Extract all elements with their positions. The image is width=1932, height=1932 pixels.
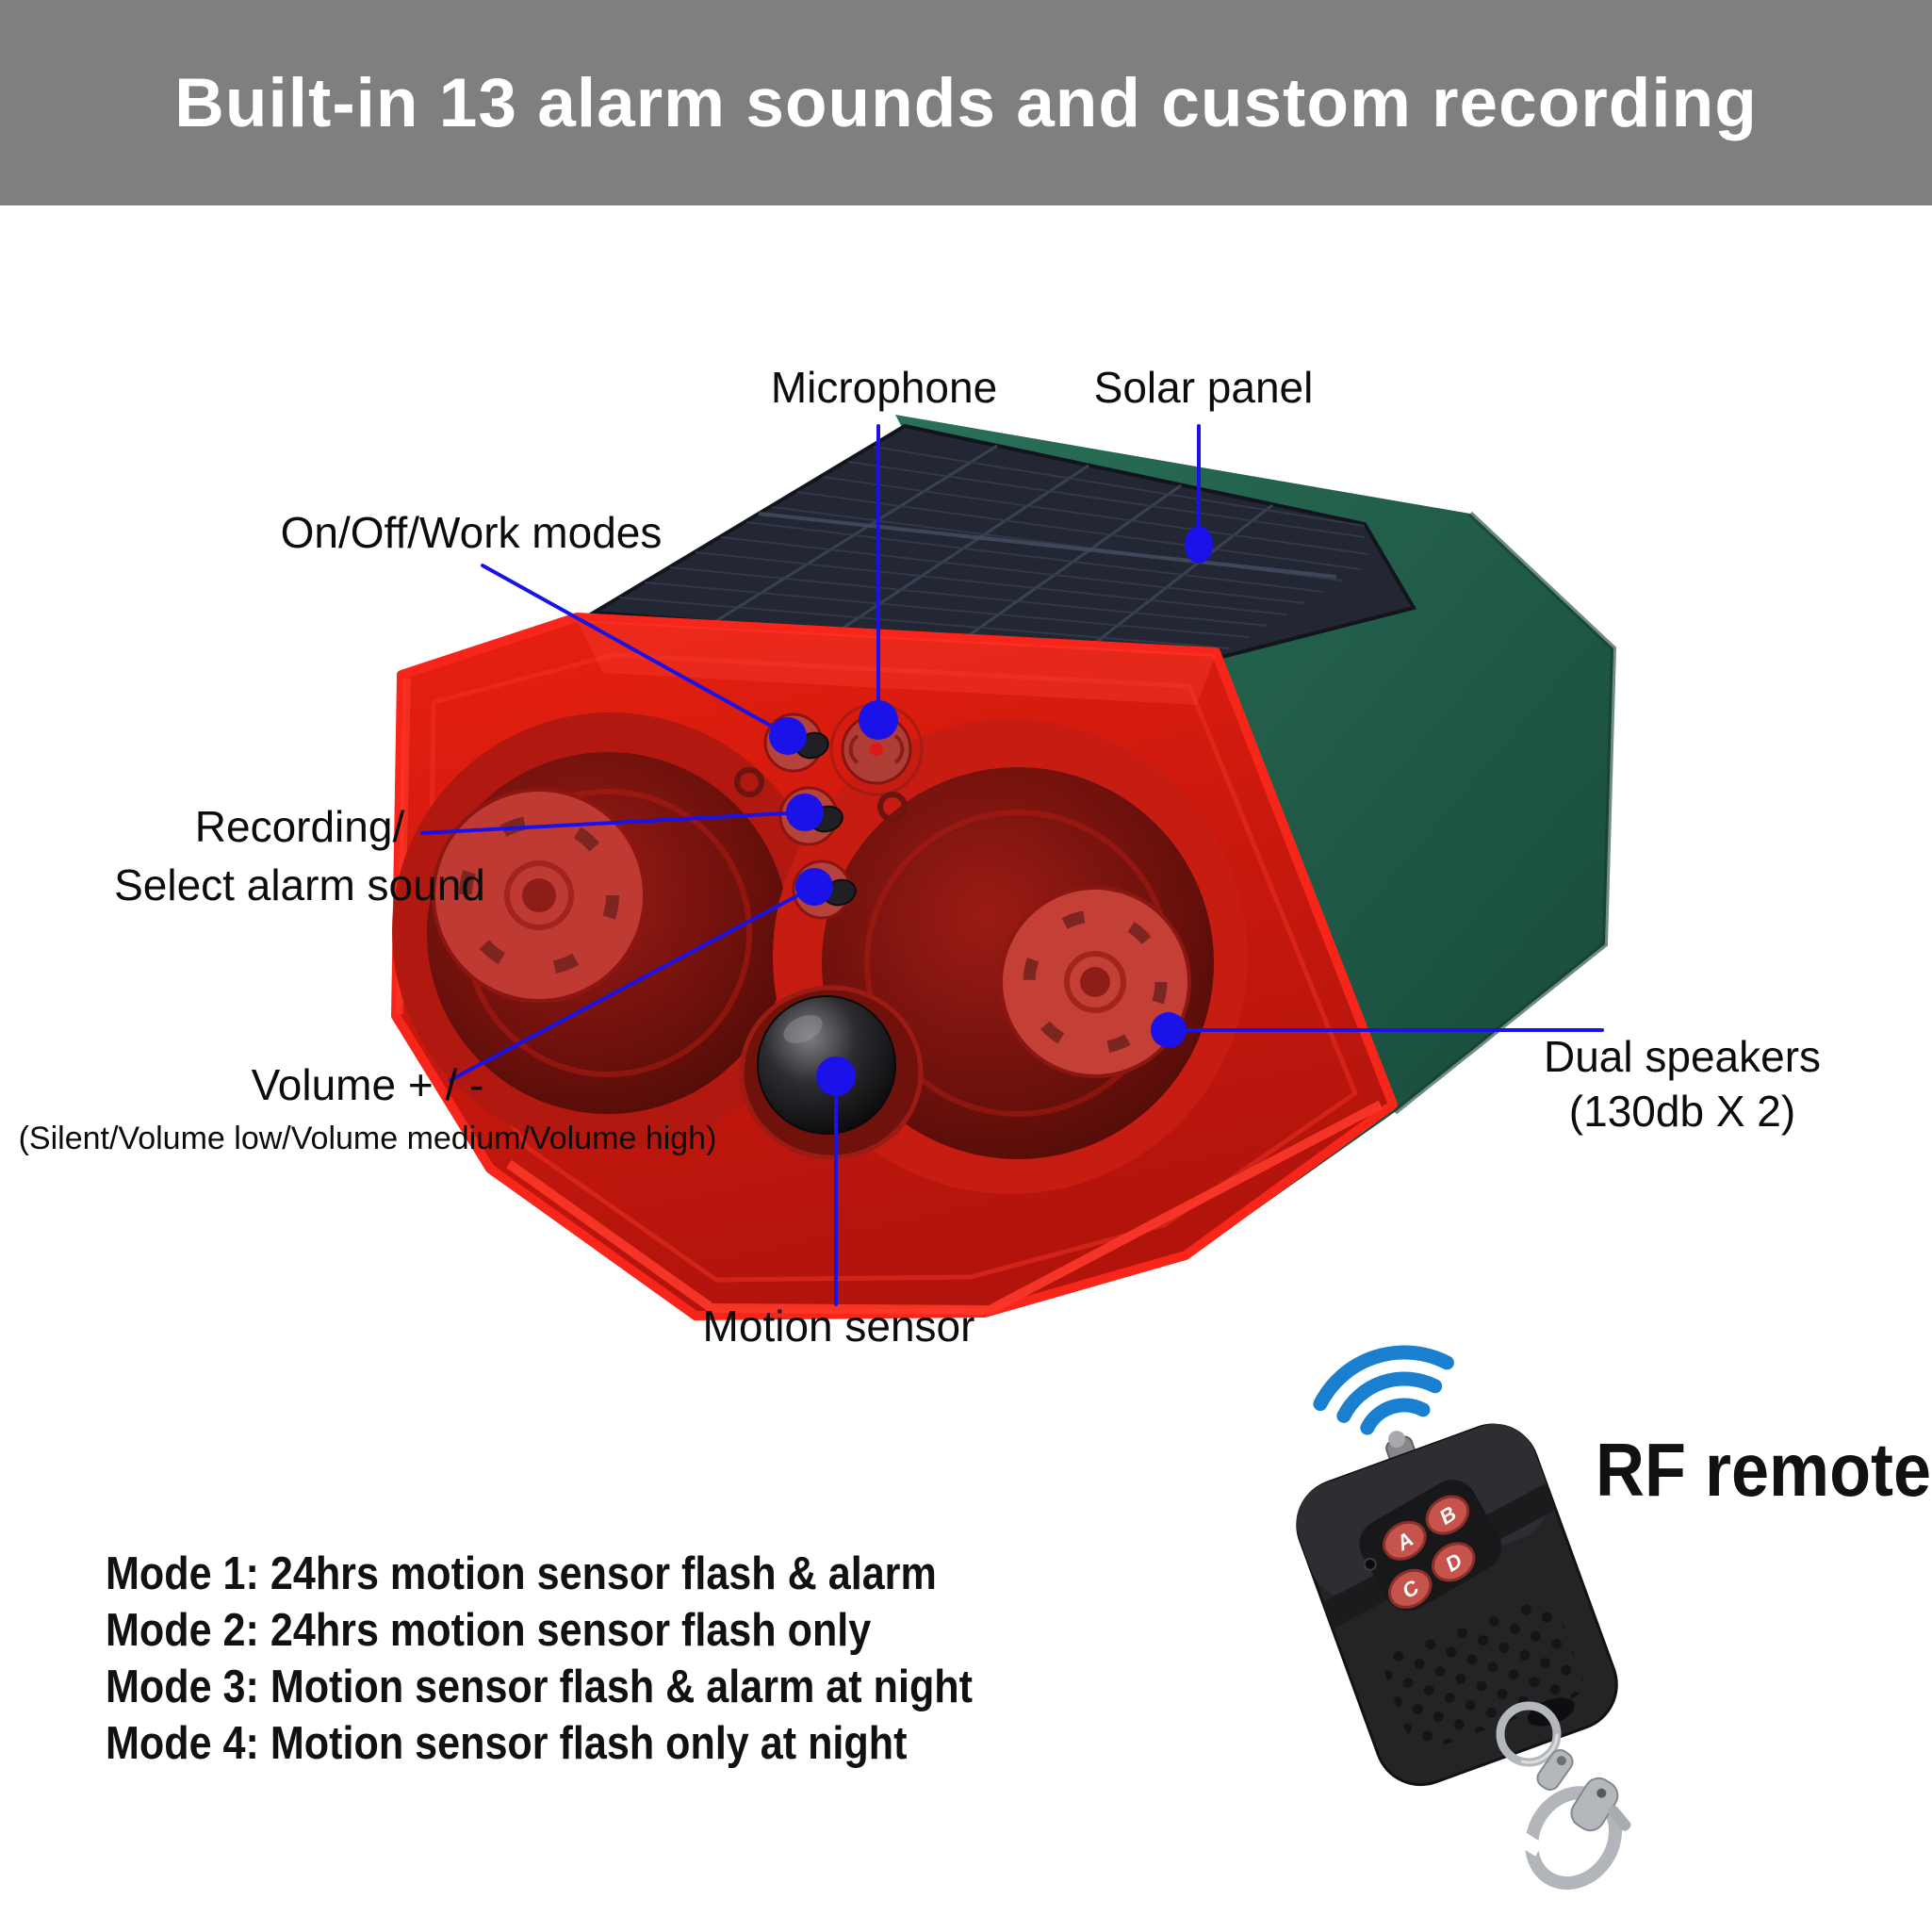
leader-line-volume [449, 886, 814, 1082]
callout-dot-microphone [859, 700, 898, 740]
leader-line-work-modes [481, 564, 788, 736]
label-rf-remote: RF remote [1596, 1428, 1932, 1512]
remote-button-d [1432, 1542, 1476, 1582]
label-work-modes: On/Off/Work modes [280, 508, 663, 557]
label-volume-detail: (Silent/Volume low/Volume medium/Volume … [18, 1121, 717, 1156]
title-banner: Built-in 13 alarm sounds and custom reco… [0, 0, 1932, 205]
leader-line-recording [420, 810, 805, 835]
callout-dot-dual-speakers [1151, 1012, 1187, 1048]
callout-dot-motion-sensor [816, 1056, 856, 1096]
remote-button-c [1387, 1568, 1433, 1609]
mode-line-4: Mode 4: Motion sensor flash only at nigh… [106, 1718, 908, 1769]
mode-line-1: Mode 1: 24hrs motion sensor flash & alar… [106, 1548, 937, 1599]
label-solar-panel: Solar panel [1093, 363, 1314, 412]
label-motion-sensor: Motion sensor [702, 1302, 975, 1351]
mode-line-3: Mode 3: Motion sensor flash & alarm at n… [106, 1662, 973, 1712]
keychain-clasp [1496, 1701, 1631, 1891]
callout-lines [420, 424, 1604, 1306]
label-dual-speakers-line1: Dual speakers [1543, 1032, 1822, 1081]
remote-button-b [1425, 1495, 1470, 1535]
label-dual-speakers-line2: (130db X 2) [1568, 1087, 1796, 1136]
remote-buttons: A B C D [1383, 1495, 1476, 1609]
label-recording-line1: Recording/ [194, 802, 405, 851]
callout-dot-work-modes [769, 717, 807, 755]
mode-line-2: Mode 2: 24hrs motion sensor flash only [106, 1605, 872, 1656]
callout-dot-volume [795, 868, 833, 906]
rf-remote-device: A B C D [1296, 1345, 1631, 1891]
left-speaker [392, 712, 829, 1150]
label-recording-line2: Select alarm sound [114, 860, 485, 909]
label-volume: Volume + / - [251, 1060, 484, 1109]
remote-button-a [1383, 1520, 1427, 1561]
page-title: Built-in 13 alarm sounds and custom reco… [174, 64, 1758, 141]
wifi-signal-icon [1313, 1345, 1454, 1435]
mode-list: Mode 1: 24hrs motion sensor flash & alar… [106, 1546, 1090, 1772]
remote-led [1363, 1557, 1377, 1571]
callout-dots [769, 526, 1213, 1096]
siren-device [391, 415, 1617, 1320]
callout-dot-recording [786, 794, 824, 831]
callout-dot-solar-panel [1185, 526, 1213, 564]
label-microphone: Microphone [770, 363, 998, 412]
